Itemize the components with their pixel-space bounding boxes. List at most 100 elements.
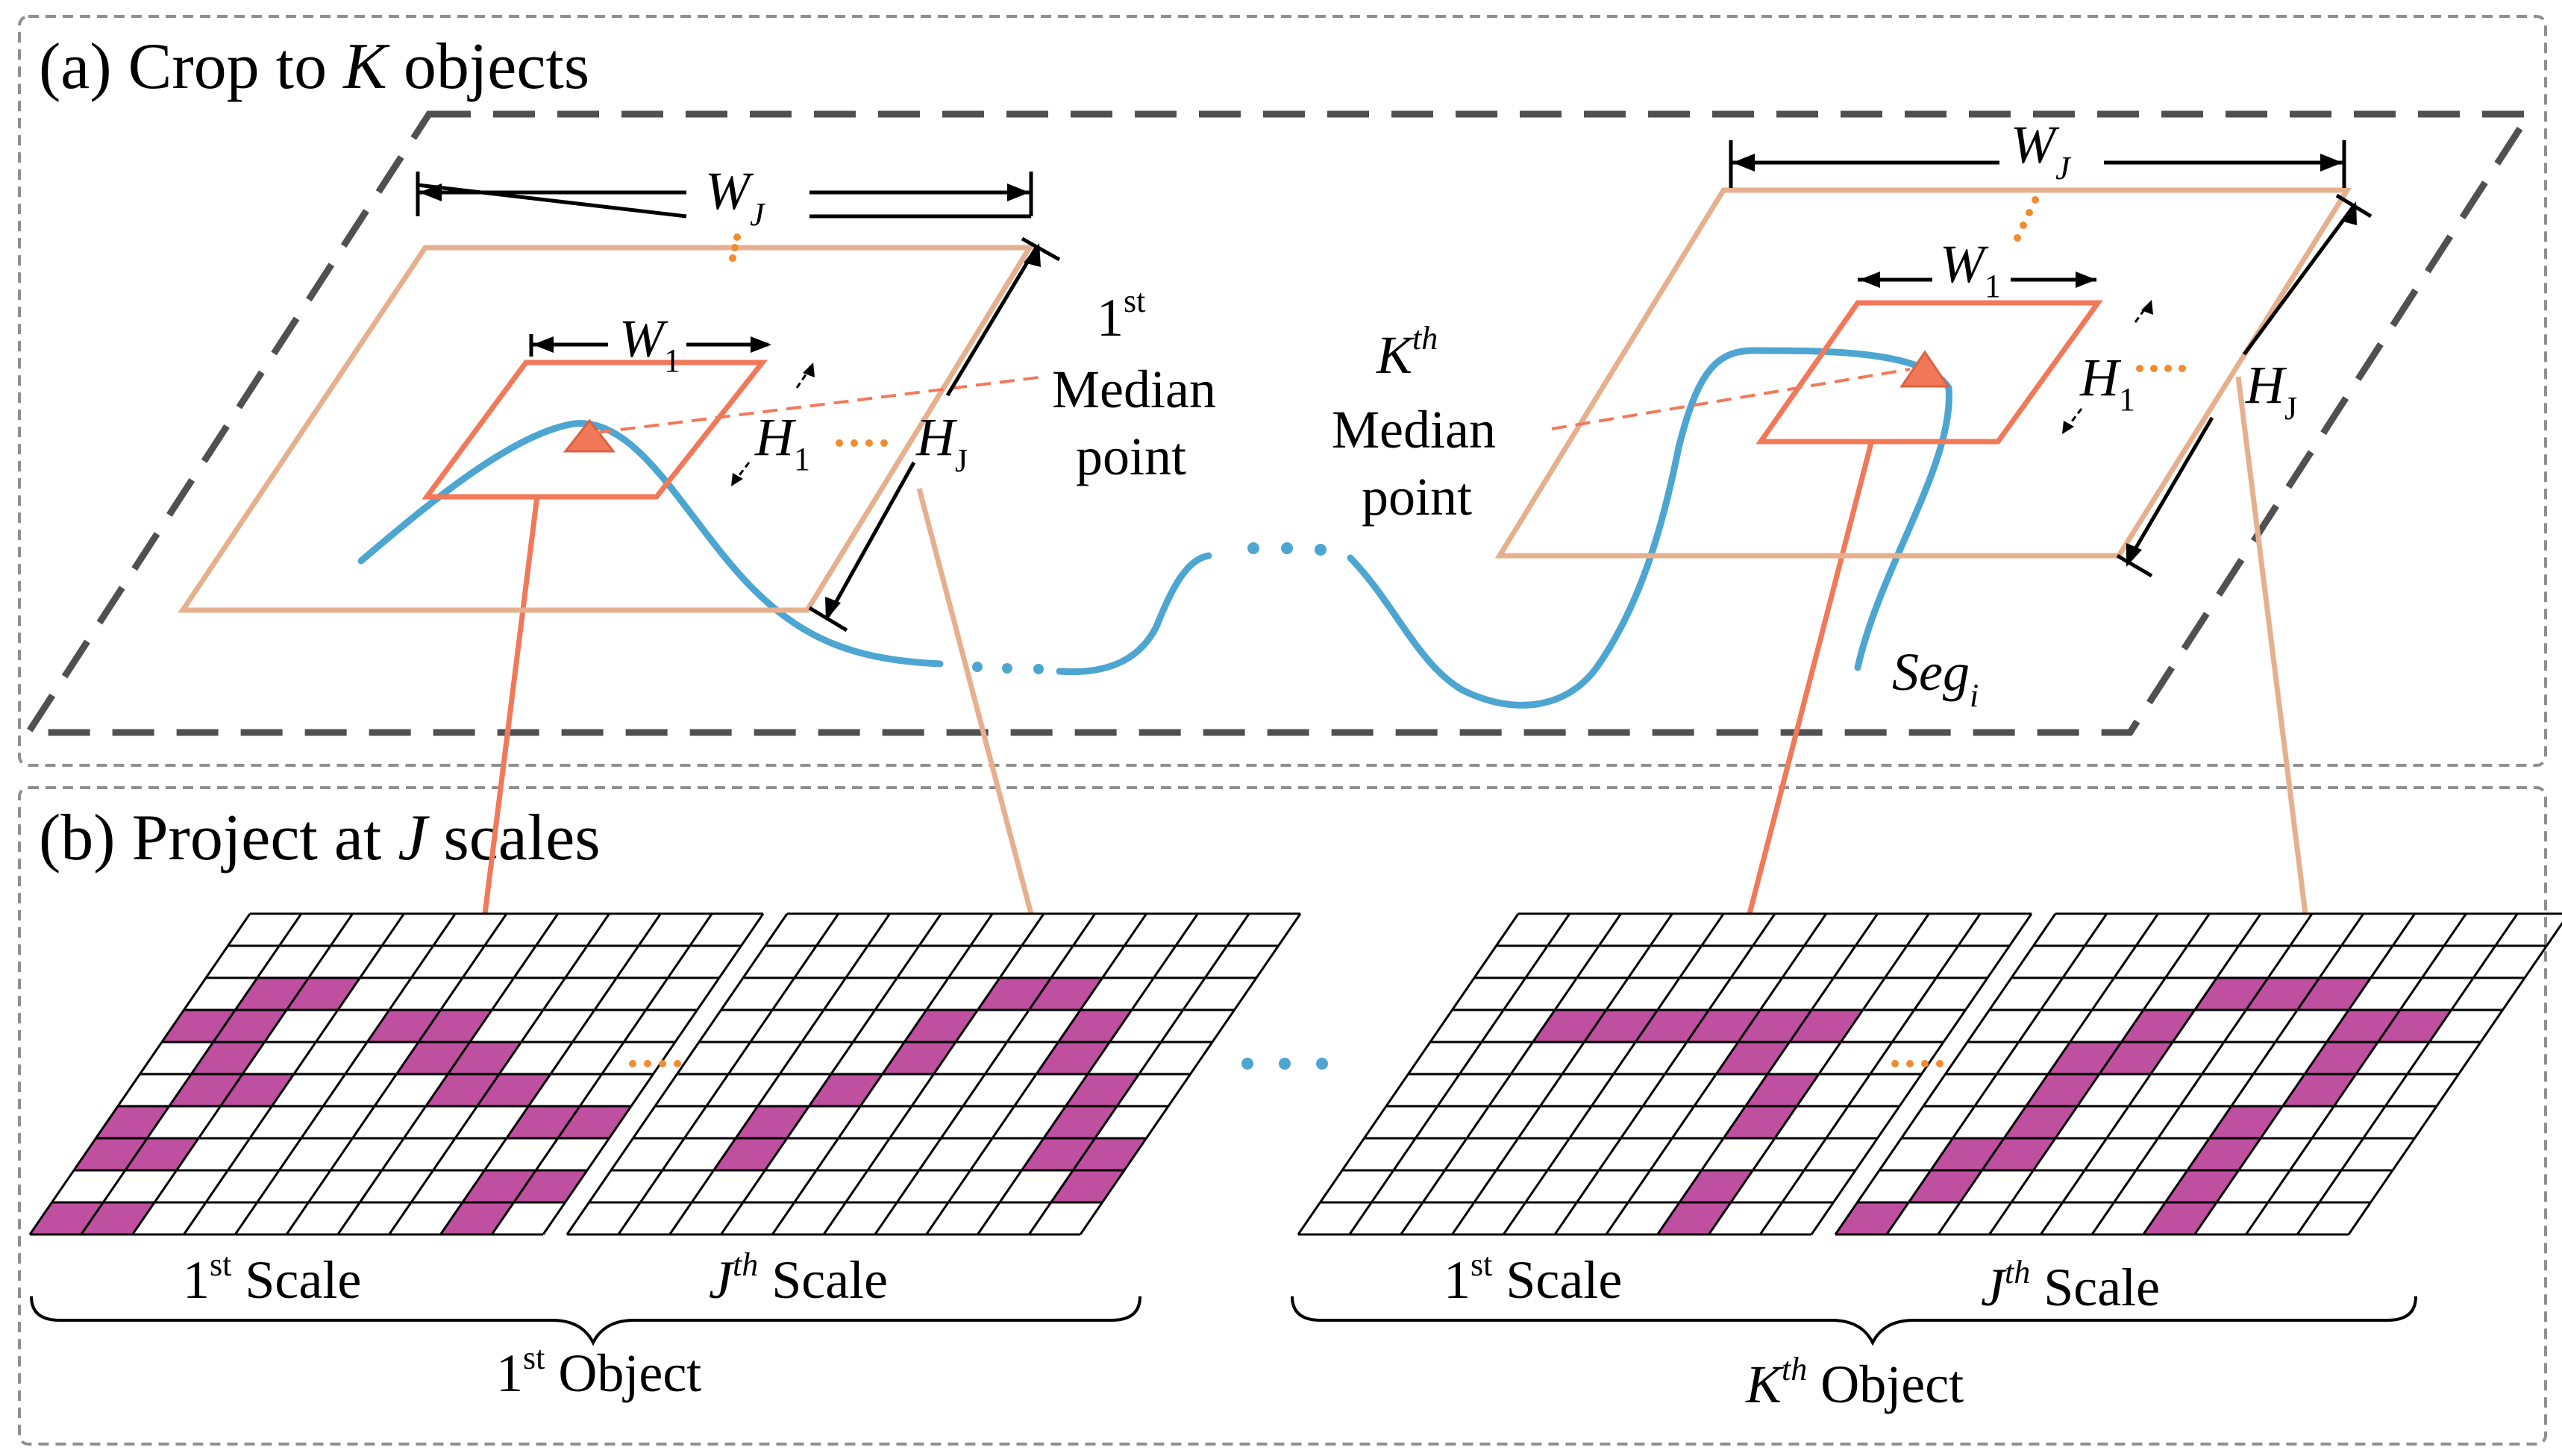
grid-col-line [977,913,1199,1235]
filled-cell [1635,1010,1709,1042]
filled-cell [477,1074,551,1106]
curve-ellipsis-left [972,662,1044,674]
objectK-hj-arrow-top [2340,201,2357,225]
filled-cell [2121,1010,2195,1042]
object1-wj-dimension [416,172,1033,219]
filled-cell [1930,1138,2005,1170]
grid-col-line [1885,913,2108,1235]
filled-cell [1679,1170,1753,1202]
segment-curve-right [1347,347,1952,709]
object1-inner-crop [422,360,768,500]
scale-ellipsis-objectK [1891,1060,1944,1067]
grid-col-line [2090,913,2314,1235]
grid-col-line [617,913,840,1235]
grid-col-line [1297,913,1520,1235]
filled-cell [1716,1042,1790,1074]
objectK-h1-dots [2136,365,2186,372]
object1-wj-dots [729,233,741,262]
object1-wj-arrow-left [419,183,442,201]
filled-cell [1789,1010,1863,1042]
filled-cell [74,1138,148,1170]
filled-cell [286,978,360,1010]
object1-w1-arrow-left [533,336,554,353]
grid-col-line [2245,913,2467,1235]
filled-cell [81,1202,155,1234]
grid-col-line [1810,913,2033,1235]
filled-cell [2187,1138,2261,1170]
grid-col-line [874,913,1097,1235]
filled-cell [2305,1042,2378,1074]
object1-w1-label: W1 [619,309,680,379]
grid-col-line [566,913,789,1235]
grid-col-line [80,913,303,1235]
panel-b-title: (b) Project at J scales [39,802,601,874]
filled-cell [2282,1074,2356,1106]
filled-cell [1908,1170,1982,1202]
filled-cell [191,1042,265,1074]
grid-col-line [2296,913,2519,1235]
filled-cell [1723,1106,1797,1138]
objectK-hj-arrow-bottom [2126,543,2142,567]
filled-cell [1835,1202,1909,1234]
filled-cell [1073,1138,1147,1170]
grid-col-line [234,913,457,1235]
filled-cell [1532,1010,1606,1042]
grid-col-line [1400,913,1622,1235]
object1-median-point-marker [563,418,616,453]
object1-scale1-grid [28,912,765,1236]
object1-wj-arrow-right [1007,183,1030,201]
grid-col-line [388,913,610,1235]
objectK-w1-label: W1 [1940,234,2001,304]
objectK-median-leader [1551,368,1911,430]
object1-scale1-label: 1st Scale [183,1246,361,1310]
filled-cell [213,1010,287,1042]
object1-median-label-line2: point [1076,427,1186,486]
filled-cell [2143,1202,2217,1234]
grid-col-line [1708,913,1930,1235]
object1-h1-label: H1 [754,407,810,477]
filled-cell [2165,1170,2239,1202]
objectK-wj-arrow-left [1732,154,1755,172]
filled-cell [169,1074,243,1106]
grid-col-line [490,913,713,1235]
object1-hj-arrow-top [1024,243,1041,267]
segment-curve-left [357,420,944,668]
filled-cell [220,1074,294,1106]
filled-cell [1029,978,1103,1010]
filled-cell [1982,1138,2055,1170]
filled-cell [2297,978,2371,1010]
filled-cell [1036,1042,1110,1074]
grid-col-line [925,913,1147,1235]
filled-cell [162,1010,236,1042]
grid-col-line [668,913,891,1235]
grid-col-line [1451,913,1673,1235]
connector-objectK-scale1 [1747,439,1875,914]
filled-cell [2004,1106,2078,1138]
grid-col-line [1937,913,2159,1235]
object1-label: 1st Object [496,1340,701,1403]
image-plane [22,110,2536,736]
filled-cell [1584,1010,1658,1042]
objectK-h1-line-top [2134,305,2149,323]
grid-col-line [131,913,354,1235]
object1-h1-arrow-top [803,363,815,377]
objectK-scaleJ-grid [1834,912,2562,1236]
object1-hj-arrow-bottom [825,597,841,621]
grid-col-line [1988,913,2211,1235]
objectK-h1-arrow-top [2141,300,2153,315]
grid-col-line [2193,913,2416,1235]
filled-cell [2378,1010,2452,1042]
curve-ellipsis-middle [1247,542,1327,556]
filled-cell [235,978,309,1010]
panel-a-border [18,15,2547,767]
object1-scaleJ-label: Jth Scale [709,1246,888,1310]
grid-col-line [1502,913,1725,1235]
objectK-w1-arrow-left [1859,272,1880,288]
filled-cell [2326,1010,2400,1042]
object1-hj-label: HJ [915,407,968,479]
object-ellipsis [1241,1058,1328,1070]
grid-col-line [336,913,560,1235]
object1-median-leader [596,375,1045,434]
grid-col-line [822,913,1045,1235]
